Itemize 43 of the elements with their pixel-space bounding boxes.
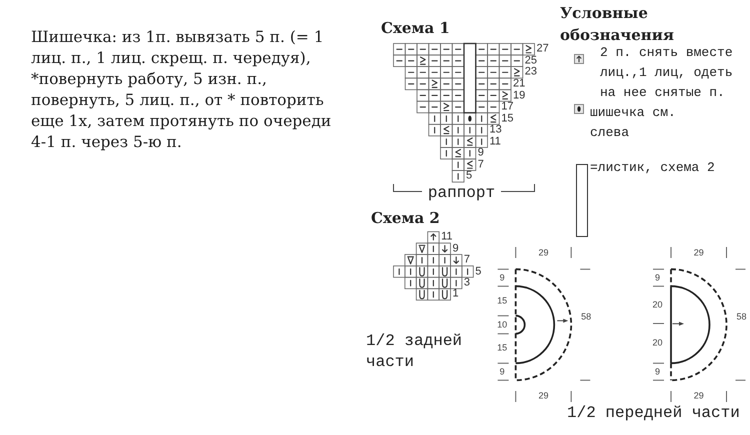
row-number: 23 xyxy=(524,66,538,78)
row-number: 19 xyxy=(513,90,526,101)
row-number: 9 xyxy=(452,243,459,254)
dimension-label: 20 xyxy=(652,300,662,310)
row-number: 21 xyxy=(513,78,526,90)
row-number: 7 xyxy=(464,254,470,266)
chart-title: Схема 2 xyxy=(371,208,440,229)
row-number: 1 xyxy=(452,288,459,300)
legend-title: Условные обозначения xyxy=(560,3,675,46)
bracket-label: раппорт xyxy=(428,183,496,204)
chart-title: Схема 1 xyxy=(381,18,450,39)
dimension-label: 9 xyxy=(655,367,660,376)
row-number: 13 xyxy=(490,124,502,136)
dimension-label: 15 xyxy=(497,296,508,306)
dimension-label: 29 xyxy=(694,248,704,258)
figure-caption: 1/2 задней части xyxy=(366,331,464,373)
row-number: 17 xyxy=(501,102,514,112)
dimension-label: 29 xyxy=(538,248,548,258)
row-number: 11 xyxy=(441,232,453,243)
legend-label: шишечка см. слева xyxy=(590,104,677,142)
row-number: 7 xyxy=(478,159,484,170)
dimension-label: 9 xyxy=(500,273,505,282)
row-number: 9 xyxy=(478,148,484,159)
row-number: 15 xyxy=(501,113,514,124)
dimension-label: 58 xyxy=(581,312,592,322)
dimension-label: 58 xyxy=(736,312,746,322)
row-number: 25 xyxy=(524,55,538,66)
row-number: 11 xyxy=(490,136,501,148)
dimension-label: 15 xyxy=(497,344,508,353)
dimension-label: 9 xyxy=(655,273,660,282)
row-number: 3 xyxy=(464,278,470,288)
dimension-label: 10 xyxy=(497,320,508,330)
description-text: Шишечка: из 1п. вывязать 5 п. (= 1 лиц. п., 1 лиц. скрещ. п. чередуя), *повернуть работу, 5 изн. п., повернуть, 5 лиц. п., от * повторить еще 1х, затем протянуть по очереди 4-1 п. через 5-ю п. xyxy=(31,27,332,153)
row-number: 5 xyxy=(466,170,472,182)
legend-label: =листик, схема 2 xyxy=(590,159,715,177)
dimension-label: 29 xyxy=(694,392,704,400)
row-number: 5 xyxy=(475,266,482,278)
dimension-label: 20 xyxy=(652,338,662,348)
row-number: 27 xyxy=(536,44,549,55)
figure-caption: 1/2 передней части xyxy=(567,403,740,424)
legend-label: 2 п. снять вместе лиц.,1 лиц, одеть на нее снятые п. xyxy=(600,44,734,102)
dimension-label: 29 xyxy=(538,392,548,400)
dimension-label: 9 xyxy=(500,367,505,376)
